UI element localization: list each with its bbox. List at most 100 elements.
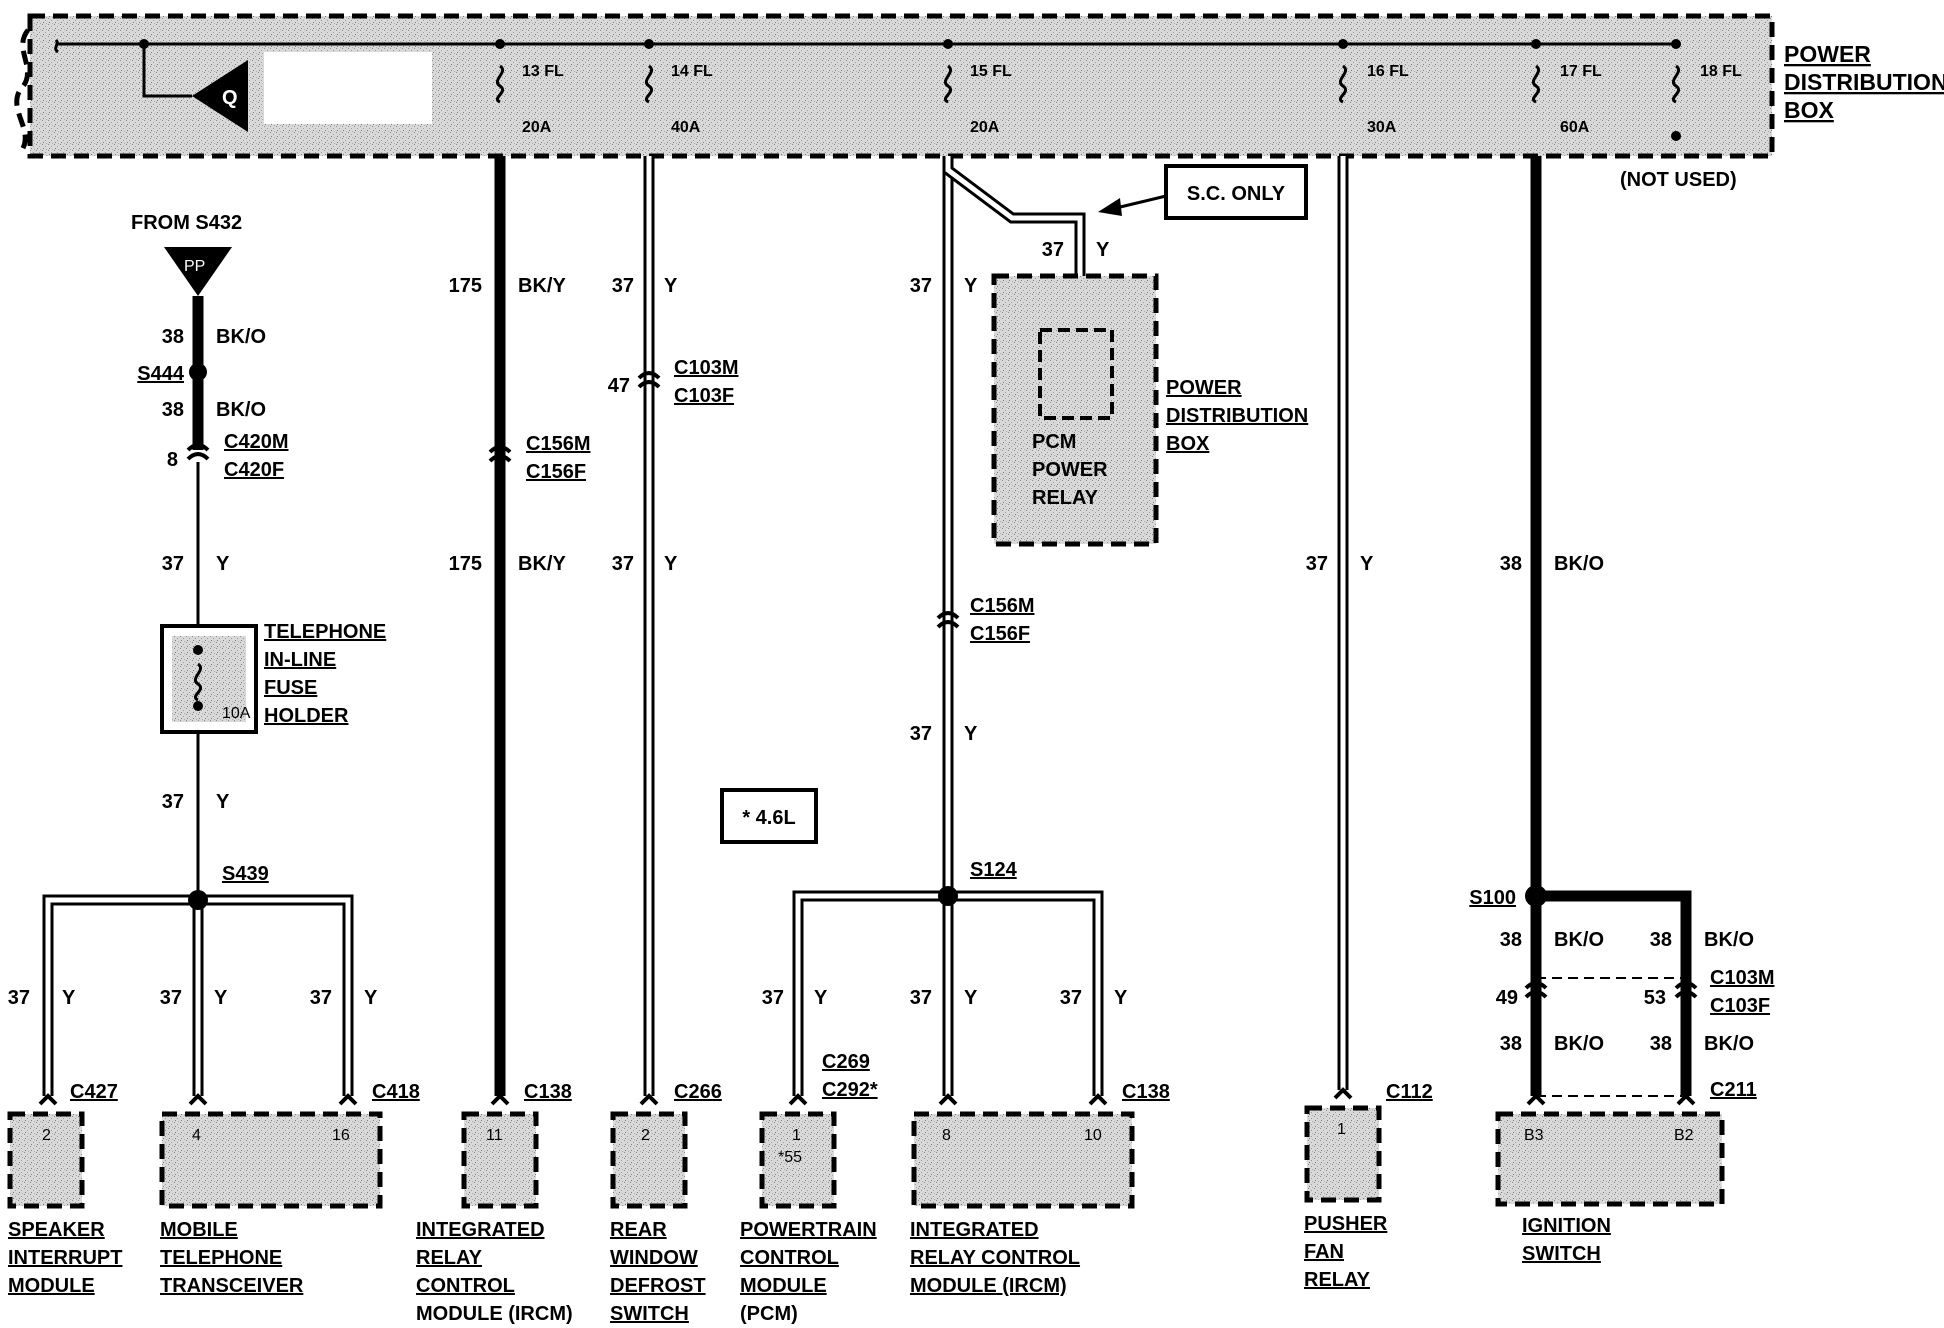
- svg-text:Y: Y: [364, 987, 378, 1009]
- svg-text:Y: Y: [664, 553, 678, 575]
- svg-text:37: 37: [162, 553, 184, 575]
- svg-text:BK/Y: BK/Y: [518, 553, 566, 575]
- integrated-relay-control-module-b: [911, 1111, 1135, 1209]
- svg-text:S124: S124: [970, 859, 1018, 881]
- pdb-bus-end-icon: [54, 38, 59, 54]
- svg-text:Y: Y: [964, 275, 978, 297]
- svg-text:47: 47: [608, 375, 630, 397]
- splice-s439-label: S439: [222, 863, 269, 885]
- svg-text:HOLDER: HOLDER: [264, 705, 349, 727]
- svg-text:37: 37: [162, 791, 184, 813]
- svg-text:BK/O: BK/O: [1704, 929, 1754, 951]
- telephone-circuit: FROM S432 PP 38 BK/O S444 38 BK/O 8 C420…: [7, 212, 420, 1297]
- svg-text:IN-LINE: IN-LINE: [264, 649, 336, 671]
- svg-text:BOX: BOX: [1166, 433, 1210, 455]
- svg-text:(PCM): (PCM): [740, 1303, 798, 1325]
- q-connector-icon: [192, 60, 248, 132]
- svg-text:WINDOW: WINDOW: [610, 1247, 698, 1269]
- svg-text:C156F: C156F: [526, 461, 586, 483]
- svg-text:C103M: C103M: [1710, 967, 1774, 989]
- svg-text:37: 37: [612, 275, 634, 297]
- svg-text:MODULE: MODULE: [8, 1275, 95, 1297]
- q-label: Q: [222, 87, 238, 109]
- svg-text:1: 1: [1337, 1121, 1346, 1138]
- svg-text:SWITCH: SWITCH: [1522, 1243, 1601, 1265]
- svg-text:18 FL: 18 FL: [1700, 63, 1742, 80]
- fuse-16fl: 16 FL 30A: [1338, 39, 1409, 136]
- svg-text:C420M: C420M: [224, 431, 288, 453]
- svg-text:BK/O: BK/O: [1554, 1033, 1604, 1055]
- svg-text:C266: C266: [674, 1081, 722, 1103]
- svg-text:SWITCH: SWITCH: [610, 1303, 689, 1325]
- svg-text:Y: Y: [214, 987, 228, 1009]
- svg-text:1: 1: [792, 1127, 801, 1144]
- svg-text:20A: 20A: [970, 119, 1000, 136]
- svg-text:C418: C418: [372, 1081, 420, 1103]
- svg-text:PUSHER: PUSHER: [1304, 1213, 1388, 1235]
- svg-text:2: 2: [641, 1127, 650, 1144]
- svg-text:MODULE (IRCM): MODULE (IRCM): [910, 1275, 1067, 1297]
- svg-text:37: 37: [612, 553, 634, 575]
- svg-text:37: 37: [1060, 987, 1082, 1009]
- svg-text:37: 37: [762, 987, 784, 1009]
- ircm-175-circuit: 175 BK/Y C156M C156F 175 BK/Y C138 11 IN…: [416, 156, 590, 1325]
- svg-text:Y: Y: [216, 791, 230, 813]
- svg-text:37: 37: [310, 987, 332, 1009]
- svg-text:Y: Y: [1360, 553, 1374, 575]
- svg-text:POWER: POWER: [1166, 377, 1242, 399]
- ignition-switch-circuit: 38 BK/O S100 38 BK/O 38 BK/O 49 53 C103M…: [1469, 156, 1774, 1265]
- svg-text:40A: 40A: [671, 119, 701, 136]
- powertrain-control-module: [759, 1111, 837, 1209]
- pdb-label-area: [264, 52, 432, 124]
- fuse-17fl: 17 FL 60A: [1531, 39, 1602, 136]
- svg-text:TELEPHONE: TELEPHONE: [264, 621, 386, 643]
- pusher-fan-relay: [1304, 1105, 1382, 1203]
- svg-text:MOBILE: MOBILE: [160, 1219, 238, 1241]
- svg-text:37: 37: [1042, 239, 1064, 261]
- svg-text:TRANSCEIVER: TRANSCEIVER: [160, 1275, 304, 1297]
- svg-text:REAR: REAR: [610, 1219, 667, 1241]
- svg-text:BK/O: BK/O: [216, 326, 266, 348]
- svg-text:38: 38: [1500, 929, 1522, 951]
- not-used-label: (NOT USED): [1620, 169, 1737, 191]
- svg-text:S.C. ONLY: S.C. ONLY: [1187, 183, 1286, 205]
- fuse-14fl: 14 FL 40A: [644, 39, 713, 136]
- svg-text:RELAY: RELAY: [1304, 1269, 1371, 1291]
- svg-text:RELAY CONTROL: RELAY CONTROL: [910, 1247, 1080, 1269]
- svg-text:37: 37: [910, 723, 932, 745]
- ignition-switch: [1495, 1111, 1725, 1207]
- svg-text:BK/O: BK/O: [1554, 929, 1604, 951]
- svg-text:Y: Y: [1114, 987, 1128, 1009]
- svg-text:Y: Y: [964, 987, 978, 1009]
- svg-text:MODULE: MODULE: [740, 1275, 827, 1297]
- svg-text:*55: *55: [778, 1149, 802, 1166]
- svg-text:60A: 60A: [1560, 119, 1590, 136]
- svg-text:38: 38: [1650, 1033, 1672, 1055]
- svg-text:C103F: C103F: [674, 385, 734, 407]
- splice-s444: [189, 363, 207, 381]
- svg-text:IGNITION: IGNITION: [1522, 1215, 1611, 1237]
- svg-text:POWERTRAIN: POWERTRAIN: [740, 1219, 877, 1241]
- svg-text:37: 37: [910, 275, 932, 297]
- svg-text:FUSE: FUSE: [264, 677, 317, 699]
- svg-text:B2: B2: [1674, 1127, 1694, 1144]
- svg-text:Y: Y: [1096, 239, 1110, 261]
- svg-text:30A: 30A: [1367, 119, 1397, 136]
- svg-text:Y: Y: [216, 553, 230, 575]
- svg-text:BK/Y: BK/Y: [518, 275, 566, 297]
- svg-text:C156M: C156M: [970, 595, 1034, 617]
- pcm-power-relay: [1038, 328, 1114, 420]
- fuse-18fl: 18 FL: [1671, 39, 1742, 141]
- mobile-telephone-transceiver: [159, 1111, 383, 1209]
- svg-text:C103F: C103F: [1710, 995, 1770, 1017]
- from-s432-label: FROM S432: [131, 212, 242, 234]
- svg-text:38: 38: [162, 399, 184, 421]
- svg-text:DEFROST: DEFROST: [610, 1275, 706, 1297]
- svg-text:20A: 20A: [522, 119, 552, 136]
- svg-text:17 FL: 17 FL: [1560, 63, 1602, 80]
- sc-only-box: [1164, 164, 1308, 220]
- svg-text:CONTROL: CONTROL: [740, 1247, 839, 1269]
- fuse-15fl: 15 FL 20A: [943, 39, 1012, 136]
- svg-text:37: 37: [1306, 553, 1328, 575]
- svg-text:16: 16: [332, 1127, 350, 1144]
